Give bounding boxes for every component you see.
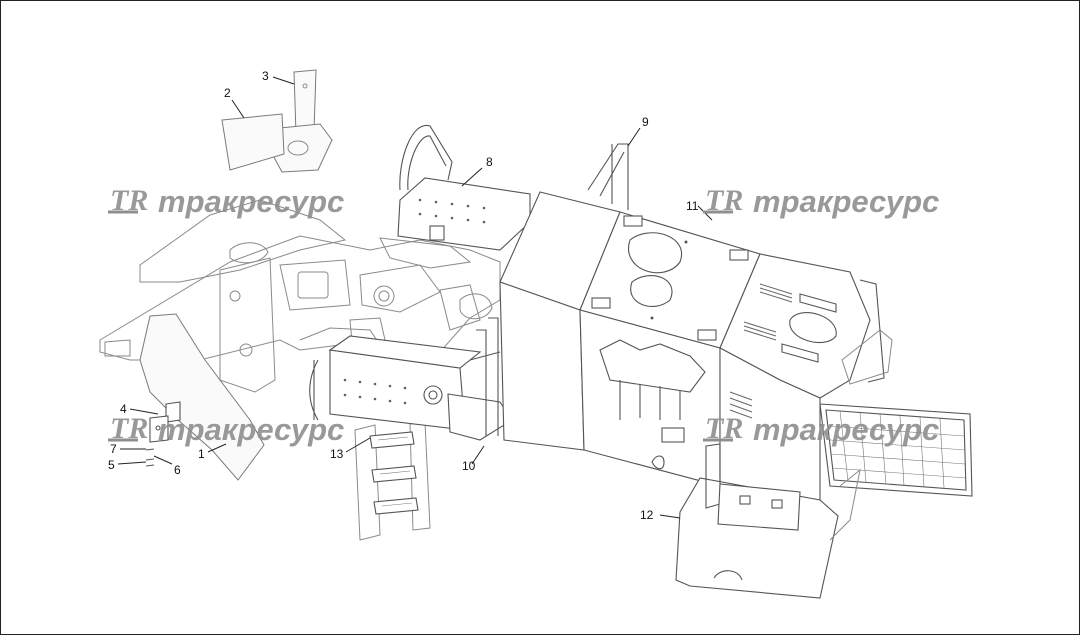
watermark-text: тракресурс <box>158 184 344 219</box>
callout-7: 7 <box>110 442 117 456</box>
upright-frame-part-9 <box>587 143 629 210</box>
callout-12: 12 <box>640 508 654 522</box>
watermark-logo: TR <box>705 184 743 217</box>
callout-9: 9 <box>642 115 649 129</box>
watermark-text: тракресурс <box>158 412 344 447</box>
leader-lines <box>117 76 713 519</box>
callout-11: 11 <box>686 199 699 213</box>
watermark-logo: TR <box>110 412 148 445</box>
callout-6: 6 <box>174 463 181 477</box>
rear-grille <box>819 329 973 497</box>
callout-labels: 3 2 8 9 11 4 7 5 6 1 13 10 12 <box>108 69 699 522</box>
callout-5: 5 <box>108 458 115 472</box>
watermark-top-left: TR тракресурс <box>108 184 344 219</box>
watermark-text: тракресурс <box>753 184 939 219</box>
watermark-top-right: TR тракресурс <box>703 184 939 219</box>
callout-3: 3 <box>262 69 269 83</box>
top-panel-part-8 <box>397 124 531 251</box>
callout-8: 8 <box>486 155 493 169</box>
callout-1: 1 <box>198 447 205 461</box>
watermark-logo: TR <box>110 184 148 217</box>
vent-holes-top <box>418 198 486 224</box>
watermark-bottom-left: TR тракресурс <box>108 412 344 447</box>
small-bracket-part-4 <box>145 401 181 467</box>
plate-part-2 <box>221 113 285 171</box>
callout-10: 10 <box>462 459 476 473</box>
side-panel-part-1 <box>139 313 265 481</box>
watermark-bottom-right: TR тракресурс <box>703 412 939 447</box>
grille-mesh <box>827 410 967 489</box>
callout-2: 2 <box>224 86 231 100</box>
louvers <box>729 283 793 419</box>
fuel-tank <box>309 335 482 431</box>
engine-hood-body <box>499 191 761 487</box>
callout-4: 4 <box>120 402 127 416</box>
watermark-logo: TR <box>705 412 743 445</box>
watermark-text: тракресурс <box>753 412 939 447</box>
vent-holes-left <box>343 378 407 405</box>
platform-part-10 <box>447 317 513 441</box>
radiator-cover <box>719 253 885 501</box>
bracket-part-3 <box>269 69 333 173</box>
callout-13: 13 <box>330 447 344 461</box>
battery-box-part-12 <box>675 443 861 599</box>
